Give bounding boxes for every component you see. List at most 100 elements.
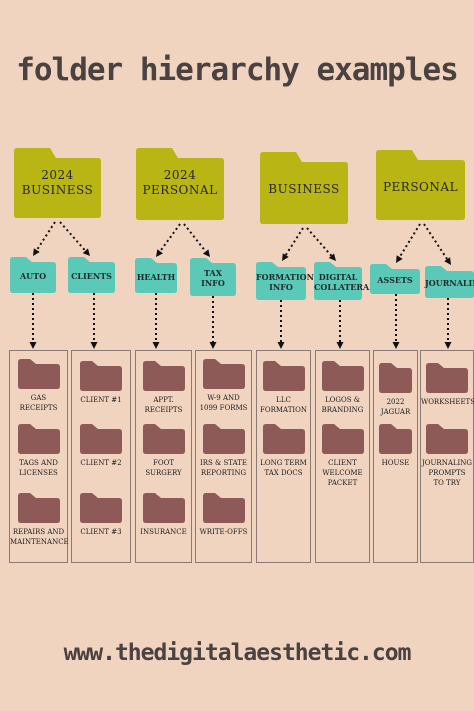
arrow-head xyxy=(277,342,285,349)
connector-line xyxy=(183,223,207,253)
file-folder-label: CLIENT #3 xyxy=(80,528,122,536)
arrow-head xyxy=(29,342,37,349)
folder-icon xyxy=(257,361,310,391)
folder-icon xyxy=(196,424,251,454)
folder-icon xyxy=(10,424,67,454)
top-folder-label: 2024 BUSINESS xyxy=(21,168,94,197)
sub-folder-label: ASSETS xyxy=(377,275,413,285)
arrow-head xyxy=(152,342,160,349)
file-column-6: LOGOS & BRANDING CLIENT WELCOME PACKET xyxy=(315,350,370,563)
file-column-2: CLIENT #1 CLIENT #2 CLIENT #3 xyxy=(71,350,131,563)
file-folder-item: REPAIRS AND MAINTENANCE xyxy=(10,493,69,547)
sub-folder-label: JOURNALING xyxy=(425,278,474,288)
file-folder-label: JOURNALING PROMPTS TO TRY xyxy=(421,459,473,487)
file-folder-item: LONG TERM TAX DOCS xyxy=(257,424,310,478)
file-folder-label: CLIENT WELCOME PACKET xyxy=(322,459,363,487)
arrow-head xyxy=(396,255,403,263)
folder-icon xyxy=(316,361,369,391)
file-column-8: WORKSHEETS JOURNALING PROMPTS TO TRY xyxy=(420,350,474,563)
connector-line xyxy=(306,227,333,257)
connector-line xyxy=(423,223,448,260)
arrow-head xyxy=(33,248,40,256)
file-folder-label: WORKSHEETS xyxy=(421,398,474,406)
file-folder-item: INSURANCE xyxy=(136,493,191,537)
sub-folder-6: DIGITAL COLLATERAL xyxy=(314,262,375,300)
file-folder-item: CLIENT #1 xyxy=(72,361,130,405)
file-column-5: LLC FORMATION LONG TERM TAX DOCS xyxy=(256,350,311,563)
file-folder-item: GAS RECEIPTS xyxy=(10,359,67,413)
arrow-head xyxy=(282,253,289,261)
file-folder-item: LLC FORMATION xyxy=(257,361,310,415)
sub-folder-label: HEALTH xyxy=(136,271,176,282)
file-folder-label: IRS & STATE REPORTING xyxy=(199,459,248,477)
connector-line xyxy=(159,223,181,252)
folder-icon xyxy=(136,424,191,454)
page-title: folder hierarchy examples xyxy=(16,52,459,88)
connector-line xyxy=(35,221,56,251)
file-folder-label: W-9 AND 1099 FORMS xyxy=(199,394,248,412)
top-folder-3: BUSINESS xyxy=(260,152,348,224)
file-column-4: W-9 AND 1099 FORMS IRS & STATE REPORTING… xyxy=(195,350,252,563)
folder-icon xyxy=(72,493,130,523)
file-folder-item: WORKSHEETS xyxy=(421,363,474,407)
file-folder-item: CLIENT #3 xyxy=(72,493,130,537)
top-folder-label: 2024 PERSONAL xyxy=(142,168,218,197)
file-folder-item: WRITE-OFFS xyxy=(196,493,251,537)
file-folder-item: IRS & STATE REPORTING xyxy=(196,424,251,478)
folder-icon xyxy=(421,424,473,454)
folder-icon xyxy=(10,493,67,523)
folder-icon xyxy=(136,493,191,523)
sub-folder-2: CLIENTS xyxy=(68,257,115,293)
file-folder-item: LOGOS & BRANDING xyxy=(316,361,369,415)
connector-line xyxy=(59,221,87,252)
file-folder-label: LOGOS & BRANDING xyxy=(321,396,364,414)
sub-folder-label: TAX INFO xyxy=(201,268,225,288)
arrow-head xyxy=(336,342,344,349)
file-folder-label: CLIENT #2 xyxy=(80,459,122,467)
file-folder-label: LONG TERM TAX DOCS xyxy=(260,459,307,477)
arrow-head xyxy=(328,253,336,261)
file-folder-label: TAGS AND LICENSES xyxy=(19,459,58,477)
folder-icon xyxy=(72,424,130,454)
sub-folder-5: FORMATION INFO xyxy=(256,262,314,300)
sub-folder-7: ASSETS xyxy=(370,264,420,294)
file-folder-label: CLIENT #1 xyxy=(80,396,122,404)
sub-folder-8: JOURNALING xyxy=(425,266,474,298)
file-folder-label: GAS RECEIPTS xyxy=(19,394,58,412)
file-folder-item: CLIENT WELCOME PACKET xyxy=(316,424,369,488)
sub-folder-label: FORMATION INFO xyxy=(256,272,314,292)
file-folder-label: APPT. RECEIPTS xyxy=(144,396,183,414)
file-folder-label: LLC FORMATION xyxy=(259,396,307,414)
sub-folder-label: CLIENTS xyxy=(71,271,112,281)
file-folder-label: FOOT SURGERY xyxy=(145,459,182,477)
file-folder-label: REPAIRS AND MAINTENANCE xyxy=(10,528,69,546)
file-folder-item: W-9 AND 1099 FORMS xyxy=(196,359,251,413)
sub-folder-1: AUTO xyxy=(10,257,56,293)
sub-folder-3: HEALTH xyxy=(135,258,177,293)
connector-line xyxy=(398,223,421,258)
website-url: www.thedigitalaesthetic.com xyxy=(63,640,412,666)
top-folder-label: BUSINESS xyxy=(268,182,340,196)
file-folder-label: INSURANCE xyxy=(140,528,187,536)
arrow-head xyxy=(444,342,452,349)
file-folder-item: 2022 JAGUAR xyxy=(374,363,417,417)
top-folder-4: PERSONAL xyxy=(376,150,465,220)
folder-icon xyxy=(316,424,369,454)
top-folder-2: 2024 PERSONAL xyxy=(136,148,224,220)
file-folder-item: TAGS AND LICENSES xyxy=(10,424,67,478)
file-column-7: 2022 JAGUAR HOUSE xyxy=(373,350,418,563)
folder-icon xyxy=(374,363,417,393)
arrow-head xyxy=(156,249,163,257)
sub-folder-label: AUTO xyxy=(19,271,47,281)
file-column-1: GAS RECEIPTS TAGS AND LICENSES REPAIRS A… xyxy=(9,350,69,563)
file-folder-label: 2022 JAGUAR xyxy=(380,398,411,416)
sub-folder-label: DIGITAL COLLATERAL xyxy=(314,272,375,292)
file-column-3: APPT. RECEIPTS FOOT SURGERY INSURANCE xyxy=(135,350,192,563)
folder-icon xyxy=(196,359,251,389)
folder-icon xyxy=(196,493,251,523)
arrow-head xyxy=(202,249,210,257)
folder-icon xyxy=(257,424,310,454)
file-folder-label: WRITE-OFFS xyxy=(199,528,248,536)
connector-line xyxy=(284,227,304,256)
file-folder-label: HOUSE xyxy=(381,459,410,467)
